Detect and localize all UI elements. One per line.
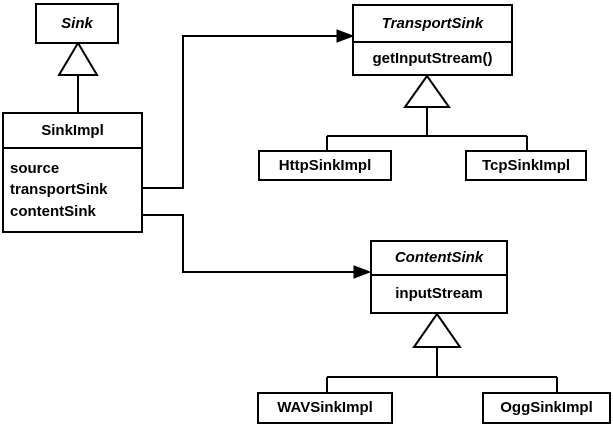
class-attributes-sinkimpl: source transportSink contentSink xyxy=(4,147,141,231)
association-contentsink xyxy=(142,214,372,279)
generalization-sinkimpl-to-sink xyxy=(57,41,99,112)
attribute-contentsink: contentSink xyxy=(10,202,96,220)
class-name-oggsinkimpl: OggSinkImpl xyxy=(500,399,593,417)
class-name-sink: Sink xyxy=(61,14,93,32)
attribute-transportsink: transportSink xyxy=(10,181,108,199)
class-box-httpsinkimpl[interactable]: HttpSinkImpl xyxy=(258,150,392,181)
class-box-contentsink[interactable]: ContentSink inputStream xyxy=(370,240,508,314)
class-name-transportsink: TransportSink xyxy=(381,14,484,32)
class-name-sinkimpl: SinkImpl xyxy=(41,121,104,139)
class-box-oggsinkimpl[interactable]: OggSinkImpl xyxy=(482,392,611,424)
class-operation-getinputstream: getInputStream() xyxy=(354,41,511,74)
generalization-fork-transportsink xyxy=(326,74,528,150)
generalization-fork-contentsink xyxy=(326,312,558,392)
class-attribute-inputstream: inputStream xyxy=(372,274,506,312)
class-box-wavsinkimpl[interactable]: WAVSinkImpl xyxy=(257,392,393,424)
class-name-httpsinkimpl: HttpSinkImpl xyxy=(278,156,372,174)
class-box-sink[interactable]: Sink xyxy=(35,3,119,44)
class-name-tcpsinkimpl: TcpSinkImpl xyxy=(481,156,571,174)
class-box-tcpsinkimpl[interactable]: TcpSinkImpl xyxy=(465,150,587,181)
attribute-source: source xyxy=(10,160,60,178)
class-name-contentsink: ContentSink xyxy=(394,249,484,267)
class-box-sinkimpl[interactable]: SinkImpl source transportSink contentSin… xyxy=(2,112,143,233)
class-box-transportsink[interactable]: TransportSink getInputStream() xyxy=(352,4,513,76)
class-name-wavsinkimpl: WAVSinkImpl xyxy=(277,399,373,417)
